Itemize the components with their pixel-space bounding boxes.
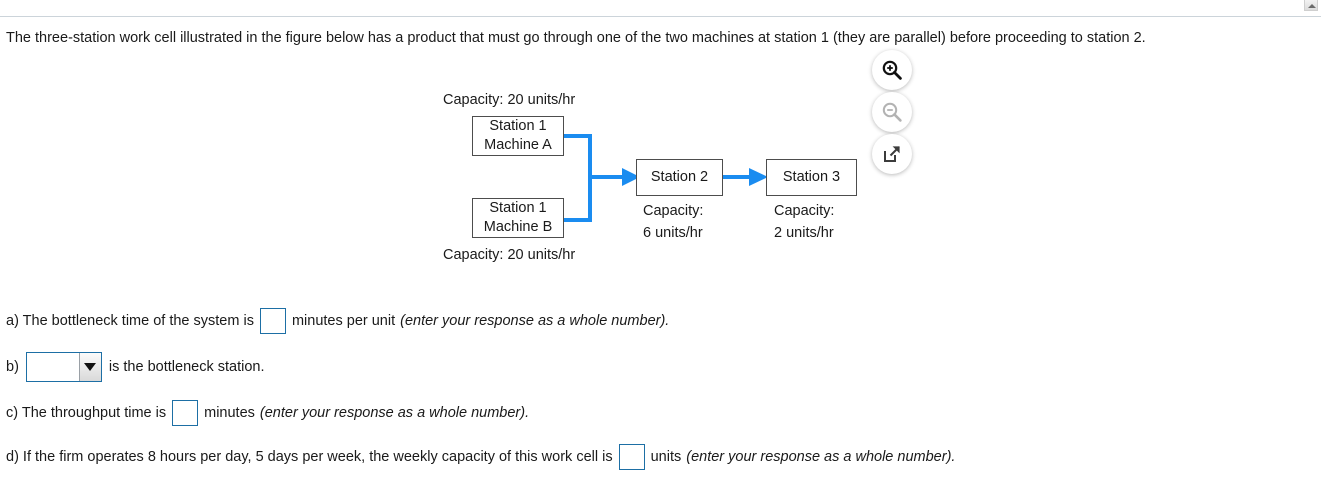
question-c-row: c) The throughput time is minutes (enter… (6, 400, 529, 426)
question-d-prefix: d) If the firm operates 8 hours per day,… (6, 449, 613, 465)
question-a-input[interactable] (259, 308, 286, 334)
station3-capacity-line2: 2 units/hr (774, 225, 834, 241)
zoom-in-button[interactable] (872, 50, 912, 90)
question-b-suffix: is the bottleneck station. (108, 359, 265, 375)
question-d-suffix: units (650, 449, 682, 465)
pop-out-button[interactable] (872, 134, 912, 174)
question-prompt: The three-station work cell illustrated … (6, 30, 1146, 46)
machine-b-capacity-label: Capacity: 20 units/hr (443, 247, 576, 263)
diagram-node-station2: Station 2 (636, 159, 723, 196)
pop-out-icon (884, 146, 900, 162)
node-line-1: Station 2 (650, 169, 709, 185)
question-a-row: a) The bottleneck time of the system is … (6, 308, 669, 334)
bottleneck-station-dropdown[interactable] (25, 352, 102, 382)
figure-tool-rail (872, 50, 914, 176)
question-a-hint: (enter your response as a whole number). (400, 313, 670, 329)
page-top-divider (0, 16, 1321, 17)
node-line-2: Machine A (484, 137, 552, 153)
chevron-down-icon[interactable] (78, 353, 101, 381)
work-cell-diagram: Capacity: 20 units/hr Station 1 Machine … (440, 88, 880, 273)
node-line-1: Station 1 (489, 200, 547, 216)
zoom-in-icon (882, 60, 902, 80)
question-a-prefix: a) The bottleneck time of the system is (6, 313, 254, 329)
question-c-input[interactable] (172, 400, 199, 426)
station3-capacity-line1: Capacity: (774, 203, 835, 219)
question-c-hint: (enter your response as a whole number). (259, 405, 530, 421)
diagram-node-station3: Station 3 (766, 159, 857, 196)
node-line-1: Station 1 (489, 118, 547, 134)
machine-a-capacity-label: Capacity: 20 units/hr (443, 92, 576, 108)
station2-capacity-line2: 6 units/hr (643, 225, 703, 241)
bottleneck-station-selected-value (27, 353, 79, 381)
node-line-2: Machine B (483, 219, 553, 235)
zoom-out-button[interactable] (872, 92, 912, 132)
scroll-up-arrow-icon[interactable] (1304, 0, 1318, 11)
question-d-hint: (enter your response as a whole number). (686, 449, 956, 465)
question-a-suffix: minutes per unit (291, 313, 396, 329)
question-b-prefix: b) (6, 359, 19, 375)
node-line-1: Station 3 (782, 169, 841, 185)
diagram-connectors (564, 134, 768, 222)
question-d-row: d) If the firm operates 8 hours per day,… (6, 444, 955, 470)
question-d-input[interactable] (618, 444, 645, 470)
zoom-out-icon (882, 102, 902, 122)
question-b-row: b) is the bottleneck station. (6, 352, 264, 382)
diagram-node-station1-machine-a: Station 1 Machine A (472, 116, 564, 156)
station2-capacity-line1: Capacity: (643, 203, 704, 219)
question-c-suffix: minutes (204, 405, 255, 421)
question-c-prefix: c) The throughput time is (6, 405, 167, 421)
diagram-node-station1-machine-b: Station 1 Machine B (472, 198, 564, 238)
